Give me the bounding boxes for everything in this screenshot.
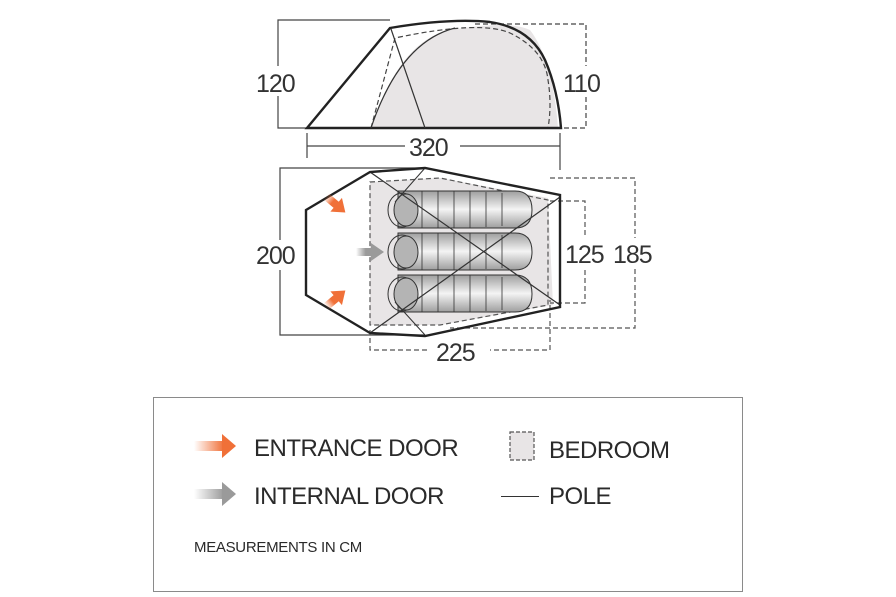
- dimension-line-125: [550, 200, 586, 304]
- flysheet-side-outline: [304, 19, 563, 130]
- dimension-label-120: 120: [256, 70, 295, 98]
- internal-door-arrow: [356, 243, 384, 261]
- entrance-arrow-icon: [194, 434, 236, 458]
- pole-line: [369, 196, 561, 334]
- internal-arrow-icon: [194, 482, 236, 506]
- pole-line: [394, 301, 426, 336]
- pole-line-icon: [501, 496, 539, 497]
- legend-pole-label: POLE: [549, 483, 612, 510]
- sleeping-bag: [387, 274, 533, 313]
- dimension-label-200: 200: [256, 242, 295, 270]
- dimension-label-320: 320: [409, 134, 448, 162]
- pole-arc: [370, 27, 456, 129]
- measurements-note: MEASUREMENTS IN CM: [194, 539, 362, 556]
- dimension-line-120: [277, 19, 390, 129]
- legend-internal-door-label: INTERNAL DOOR: [254, 483, 444, 510]
- bedroom-floor-outline: [369, 177, 549, 326]
- bedroom-swatch-icon: [509, 431, 535, 461]
- entrance-door-arrow: [323, 193, 346, 213]
- pole-line: [394, 167, 426, 203]
- dimension-line-225: [369, 300, 551, 351]
- pole-line: [390, 28, 426, 129]
- dimension-label-125: 125: [565, 241, 604, 269]
- dimension-label-110: 110: [563, 70, 600, 98]
- legend-entrance-door-label: ENTRANCE DOOR: [254, 435, 459, 462]
- dimension-label-225: 225: [436, 339, 475, 367]
- entrance-door-arrow: [323, 290, 346, 310]
- legend-bedroom-label: BEDROOM: [549, 437, 670, 464]
- legend-box: ENTRANCE DOOR BEDROOM INTERNAL DOOR POLE…: [153, 397, 743, 592]
- dimension-label-185: 185: [613, 241, 652, 269]
- side-view: 120 110 320: [256, 19, 601, 170]
- bedroom-side-outline: [370, 26, 551, 129]
- sleeping-bag: [387, 190, 533, 229]
- floor-plan: 200 225: [256, 166, 660, 367]
- sleeping-bag: [387, 232, 533, 271]
- bedroom-side-fill: [371, 25, 558, 128]
